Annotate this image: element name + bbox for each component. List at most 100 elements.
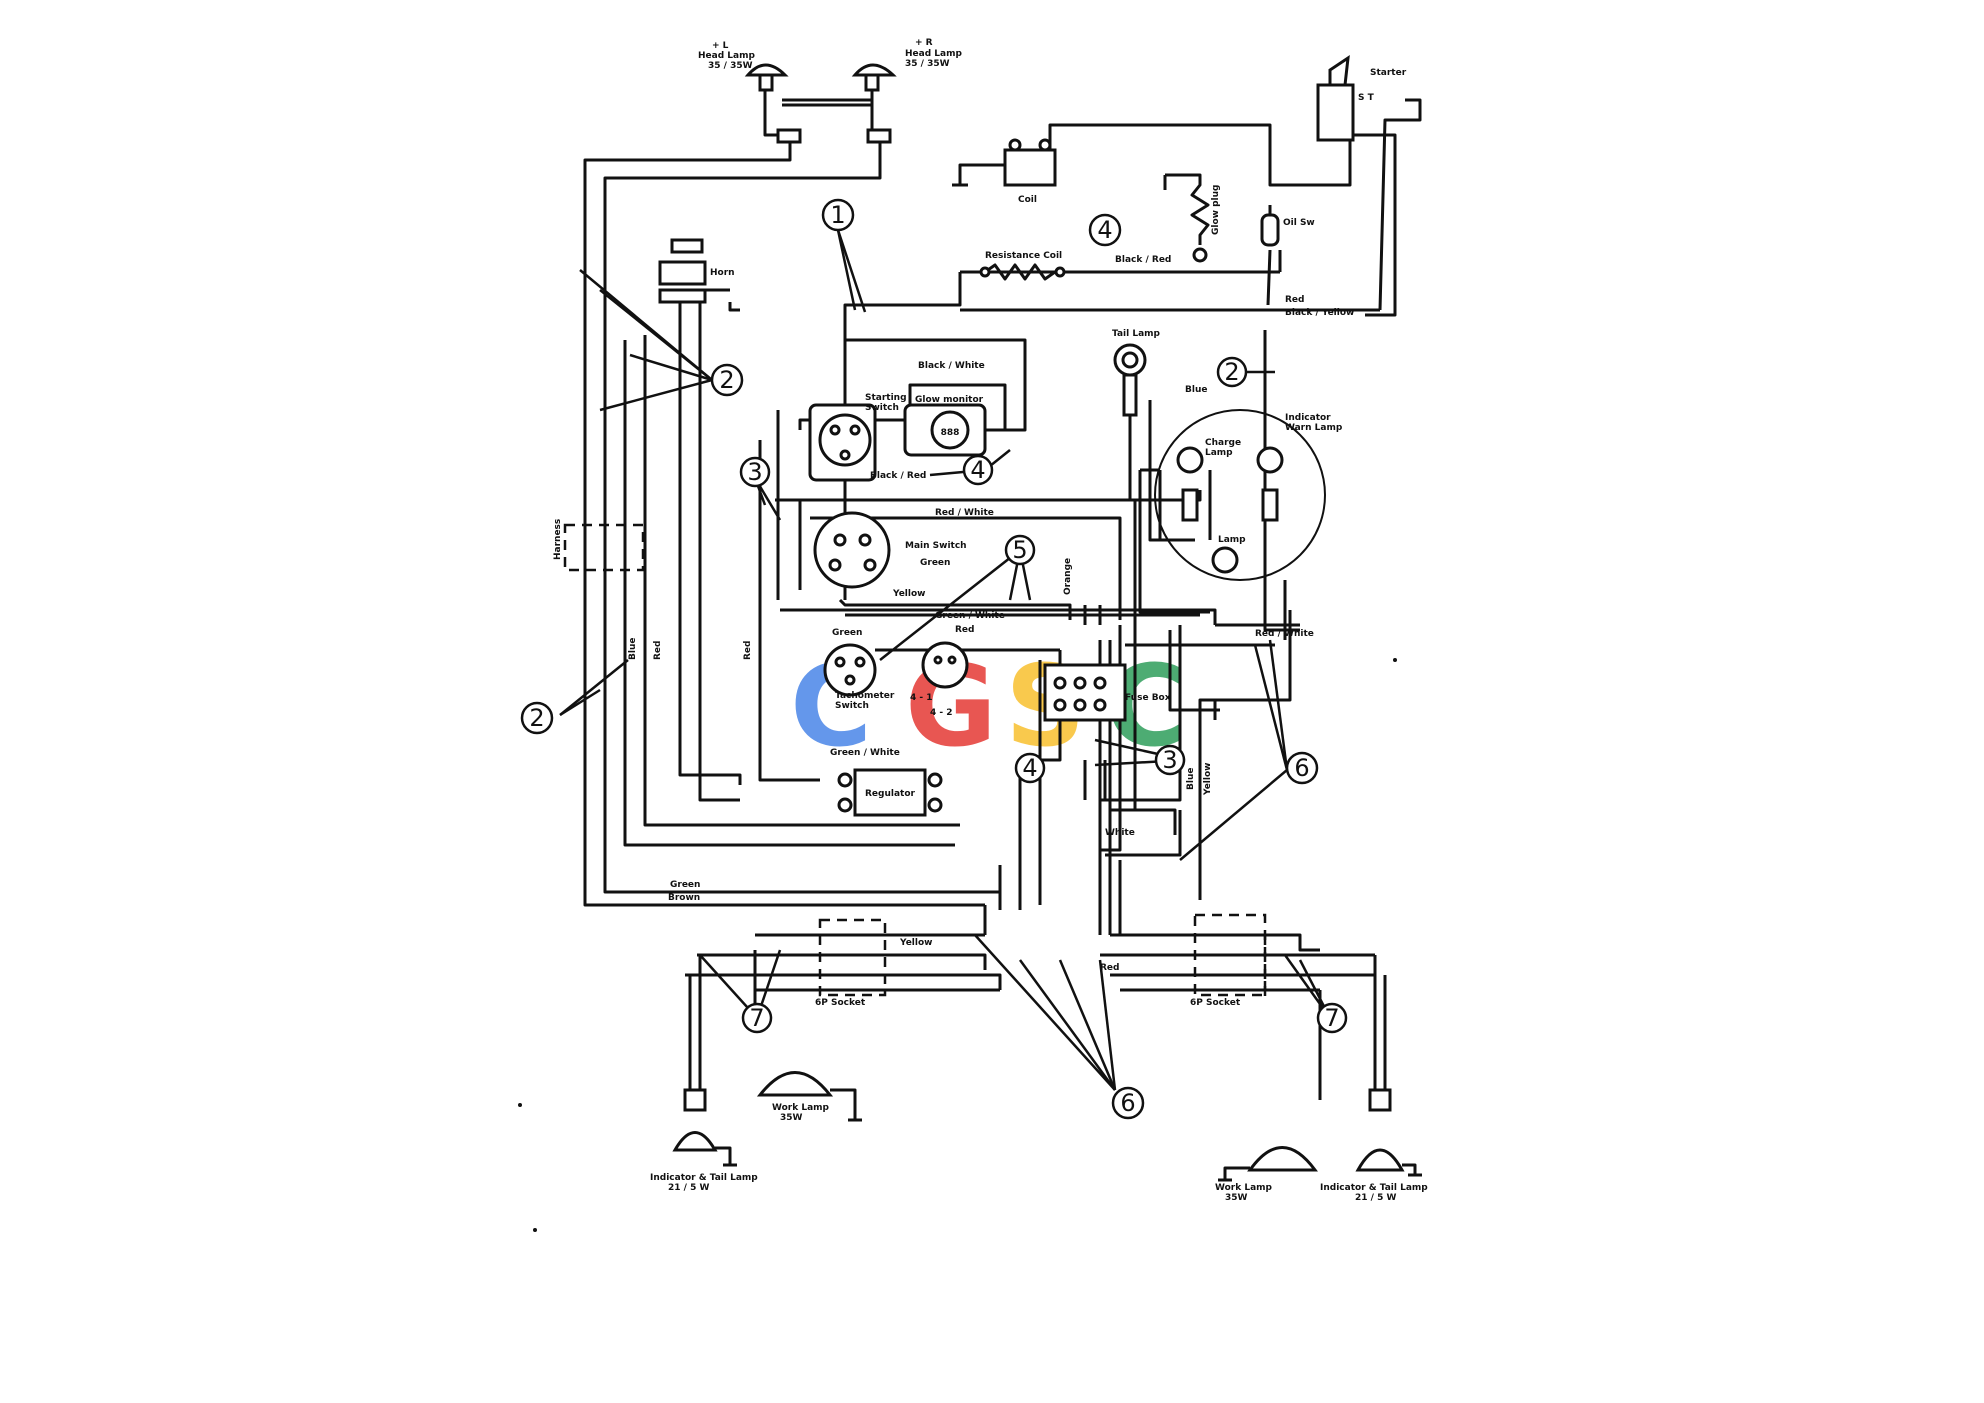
callout-7-left: 7: [741, 1002, 773, 1034]
svg-text:Yellow: Yellow: [899, 938, 932, 948]
svg-text:Starting: Starting: [865, 393, 907, 403]
callout-4-low: 4: [1014, 752, 1046, 784]
svg-text:7: 7: [1324, 1004, 1339, 1032]
svg-text:Red: Red: [1100, 963, 1119, 973]
socket-left-label: 6P Socket: [815, 998, 866, 1008]
callout-2-top: 2: [710, 363, 744, 397]
svg-text:2: 2: [1224, 358, 1239, 386]
svg-text:Head Lamp: Head Lamp: [905, 49, 962, 59]
svg-text:Blue: Blue: [628, 638, 638, 660]
svg-text:35 / 35W: 35 / 35W: [905, 59, 950, 69]
indicator-tail-lamp-left: Indicator & Tail Lamp 21 / 5 W: [650, 1088, 758, 1193]
callout-3-right: 3: [1154, 744, 1186, 776]
horn: Horn: [658, 238, 735, 304]
svg-text:Blue: Blue: [1186, 768, 1196, 790]
svg-text:Fuse Box: Fuse Box: [1125, 693, 1171, 703]
socket-right-label: 6P Socket: [1190, 998, 1241, 1008]
svg-text:S T: S T: [1358, 93, 1375, 103]
callout-6-bottom: 6: [1111, 1086, 1145, 1120]
svg-text:6: 6: [1120, 1089, 1135, 1117]
svg-text:+ R: + R: [915, 38, 933, 48]
wire-labels: Black / Yellow Red Blue Red / White Gree…: [628, 295, 1354, 973]
svg-text:Switch: Switch: [865, 403, 899, 413]
callout-6-right: 6: [1285, 751, 1319, 785]
main-switch: Main Switch: [813, 511, 967, 589]
svg-text:Work Lamp: Work Lamp: [1215, 1183, 1273, 1193]
svg-text:Switch: Switch: [835, 701, 869, 711]
resistance-coil: Resistance Coil Black / Red: [979, 251, 1171, 281]
svg-text:Yellow: Yellow: [892, 589, 925, 599]
svg-text:Lamp: Lamp: [1205, 448, 1233, 458]
svg-text:1: 1: [830, 201, 845, 229]
coil: Coil: [952, 138, 1057, 205]
svg-text:Red / White: Red / White: [935, 508, 994, 518]
svg-text:Tachometer: Tachometer: [835, 691, 895, 701]
svg-text:2: 2: [529, 704, 544, 732]
callout-3-left: 3: [739, 456, 771, 488]
socket-left-box: [818, 918, 887, 997]
svg-text:Resistance Coil: Resistance Coil: [985, 251, 1062, 261]
head-lamp-right: + R Head Lamp 35 / 35W: [851, 38, 962, 144]
starting-switch: Starting Switch: [808, 393, 907, 482]
callout-1: 1: [821, 198, 855, 232]
svg-text:Green / White: Green / White: [830, 748, 900, 758]
work-lamp-left: Work Lamp 35W: [756, 1071, 862, 1123]
fuse-box: Fuse Box: [1043, 663, 1171, 722]
svg-text:Coil: Coil: [1018, 195, 1037, 205]
svg-text:35W: 35W: [1225, 1193, 1248, 1203]
tail-lamp-top: Tail Lamp: [1112, 329, 1161, 417]
svg-text:+ L: + L: [712, 41, 729, 51]
svg-text:Black / Yellow: Black / Yellow: [1285, 308, 1354, 318]
svg-text:Head Lamp: Head Lamp: [698, 51, 755, 61]
callout-4-mid: 4: [962, 454, 994, 486]
svg-text:7: 7: [749, 1004, 764, 1032]
svg-text:Warn Lamp: Warn Lamp: [1285, 423, 1343, 433]
svg-text:Oil Sw: Oil Sw: [1283, 218, 1315, 228]
callout-7-right: 7: [1316, 1002, 1348, 1034]
svg-text:3: 3: [747, 458, 762, 486]
indicator-panel: Indicator Warn Lamp Charge Lamp Lamp: [1154, 409, 1343, 581]
svg-text:Yellow: Yellow: [1203, 763, 1213, 796]
svg-text:Orange: Orange: [1063, 558, 1073, 595]
svg-text:Green / White: Green / White: [935, 611, 1005, 621]
svg-text:Red: Red: [955, 625, 974, 635]
svg-text:Glow monitor: Glow monitor: [915, 395, 984, 405]
svg-text:35W: 35W: [780, 1113, 803, 1123]
svg-text:Charge: Charge: [1205, 438, 1241, 448]
harness-connector-label: Harness: [553, 519, 563, 560]
svg-text:35 / 35W: 35 / 35W: [708, 61, 753, 71]
svg-text:21 / 5 W: 21 / 5 W: [668, 1183, 709, 1193]
work-lamp-right: Work Lamp 35W: [1215, 1146, 1318, 1203]
svg-text:Horn: Horn: [710, 268, 735, 278]
svg-text:Black / White: Black / White: [918, 361, 985, 371]
svg-text:Green: Green: [670, 880, 700, 890]
svg-text:Black / Red: Black / Red: [1115, 255, 1171, 265]
oil-pressure-switch: Oil Sw: [1260, 205, 1315, 247]
callout-2-left: 2: [520, 701, 554, 735]
svg-text:5: 5: [1012, 536, 1027, 564]
svg-text:21 / 5 W: 21 / 5 W: [1355, 1193, 1396, 1203]
svg-text:Main Switch: Main Switch: [905, 541, 967, 551]
svg-text:Black / Red: Black / Red: [870, 471, 926, 481]
glow-plug: Glow plug: [1163, 173, 1221, 263]
switch-4-1: 4 - 1 4 - 2: [910, 641, 969, 718]
wiring: [583, 90, 1422, 1105]
svg-text:4: 4: [1097, 216, 1112, 244]
callout-2-right: 2: [1216, 356, 1248, 388]
svg-text:Blue: Blue: [1185, 385, 1207, 395]
svg-text:Indicator & Tail Lamp: Indicator & Tail Lamp: [1320, 1183, 1428, 1193]
svg-text:Indicator: Indicator: [1285, 413, 1331, 423]
svg-text:Work Lamp: Work Lamp: [772, 1103, 830, 1113]
svg-text:2: 2: [719, 366, 734, 394]
harness-connector-box: [563, 523, 645, 572]
svg-text:4: 4: [970, 456, 985, 484]
regulator: Regulator: [837, 768, 943, 817]
svg-text:Regulator: Regulator: [865, 789, 916, 799]
svg-text:Red: Red: [653, 641, 663, 660]
svg-text:4 - 2: 4 - 2: [930, 708, 953, 718]
indicator-tail-lamp-right: Indicator & Tail Lamp 21 / 5 W: [1320, 1088, 1428, 1203]
head-lamp-left: + L Head Lamp 35 / 35W: [698, 41, 802, 144]
svg-text:4: 4: [1022, 754, 1037, 782]
svg-text:6: 6: [1294, 754, 1309, 782]
